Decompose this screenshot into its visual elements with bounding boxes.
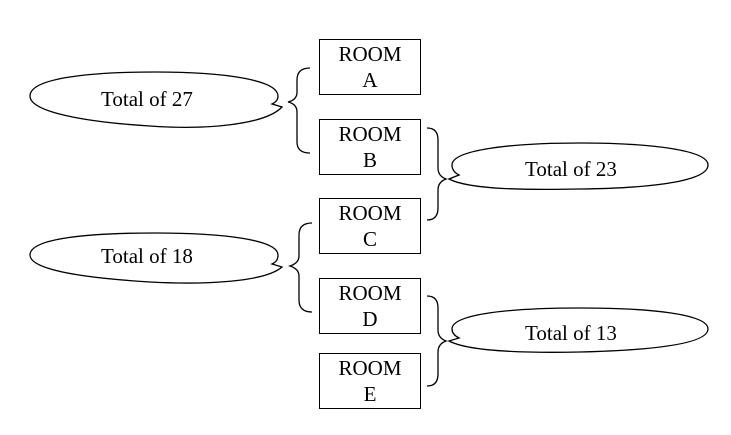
total-label-27: Total of 27	[101, 87, 193, 111]
brace-rooms-c-d	[287, 222, 313, 313]
speech-bubble-total-18	[29, 232, 284, 284]
room-letter: C	[362, 227, 377, 251]
total-label-23: Total of 23	[525, 157, 617, 181]
room-word: ROOM	[338, 356, 402, 380]
brace-rooms-a-b	[287, 67, 311, 154]
speech-bubble-total-23	[447, 142, 709, 191]
room-word: ROOM	[338, 122, 402, 146]
room-letter: E	[363, 382, 377, 406]
room-word: ROOM	[338, 42, 402, 66]
room-letter: A	[362, 68, 378, 92]
speech-bubble-total-27	[29, 71, 284, 128]
room-word: ROOM	[338, 201, 402, 225]
room-box-a: ROOM A	[319, 39, 421, 95]
room-letter: D	[362, 307, 378, 331]
room-box-d: ROOM D	[319, 278, 421, 334]
brace-rooms-d-e	[426, 295, 448, 387]
brace-rooms-b-c	[426, 127, 448, 221]
room-box-e: ROOM E	[319, 353, 421, 409]
speech-bubble-total-13	[447, 307, 709, 353]
total-label-13: Total of 13	[525, 321, 617, 345]
room-letter: B	[362, 148, 377, 172]
room-word: ROOM	[338, 281, 402, 305]
total-label-18: Total of 18	[101, 244, 193, 268]
room-box-b: ROOM B	[319, 119, 421, 175]
room-box-c: ROOM C	[319, 198, 421, 254]
